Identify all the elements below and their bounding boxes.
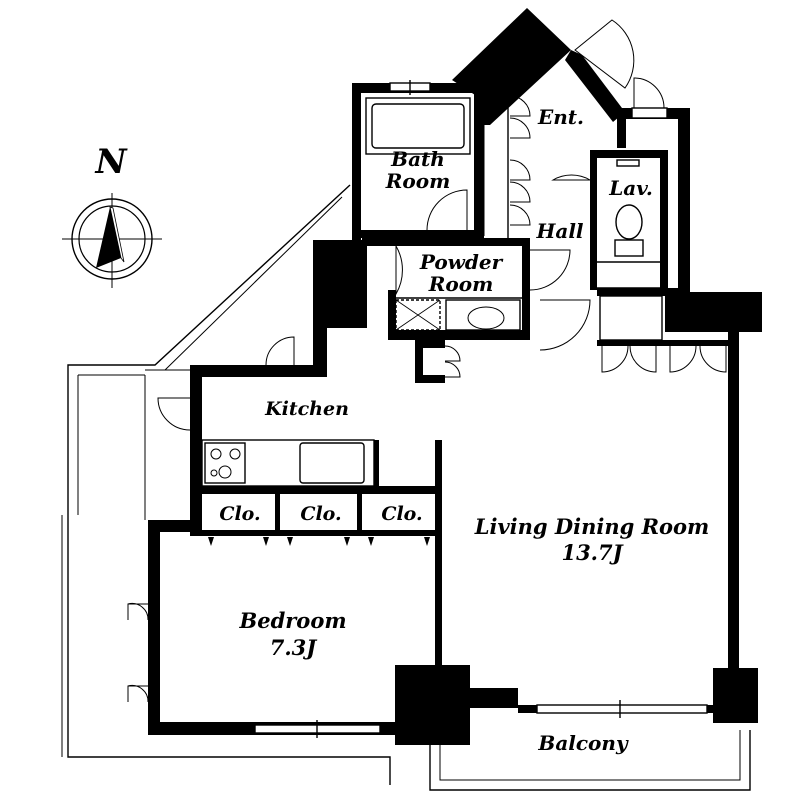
- label-living-name: Living Dining Room: [474, 514, 710, 539]
- label-balcony: Balcony: [537, 731, 629, 755]
- toilet: [615, 204, 643, 240]
- label-powder-line2: Room: [428, 272, 493, 296]
- stove: [204, 442, 246, 484]
- north-label: N: [94, 142, 128, 182]
- label-bath-line2: Room: [385, 169, 450, 193]
- room-labels: Ent. Bath Room Lav. Hall Powder Room Kit…: [219, 105, 709, 755]
- compass: N: [62, 142, 162, 288]
- washbasin: [467, 306, 505, 330]
- kitchen-sink: [299, 442, 365, 484]
- label-lavatory: Lav.: [608, 176, 653, 200]
- fixtures: [201, 97, 668, 487]
- stove-burner-icon: [210, 448, 222, 460]
- terrace-outline: [61, 184, 751, 791]
- label-bath-line1: Bath: [390, 147, 445, 171]
- label-hall: Hall: [535, 219, 583, 243]
- label-bedroom-size: 7.3J: [270, 635, 319, 660]
- doors: [127, 19, 727, 703]
- label-closet-1: Clo.: [219, 503, 260, 525]
- label-closet-2: Clo.: [300, 503, 341, 525]
- compass-needle-icon: [96, 207, 121, 268]
- label-living-size: 13.7J: [561, 540, 624, 565]
- label-powder-line1: Powder: [419, 250, 504, 274]
- label-closet-3: Clo.: [381, 503, 422, 525]
- windows: [254, 80, 708, 738]
- label-entrance: Ent.: [537, 105, 584, 129]
- label-kitchen: Kitchen: [264, 398, 349, 420]
- label-bedroom-name: Bedroom: [238, 608, 346, 633]
